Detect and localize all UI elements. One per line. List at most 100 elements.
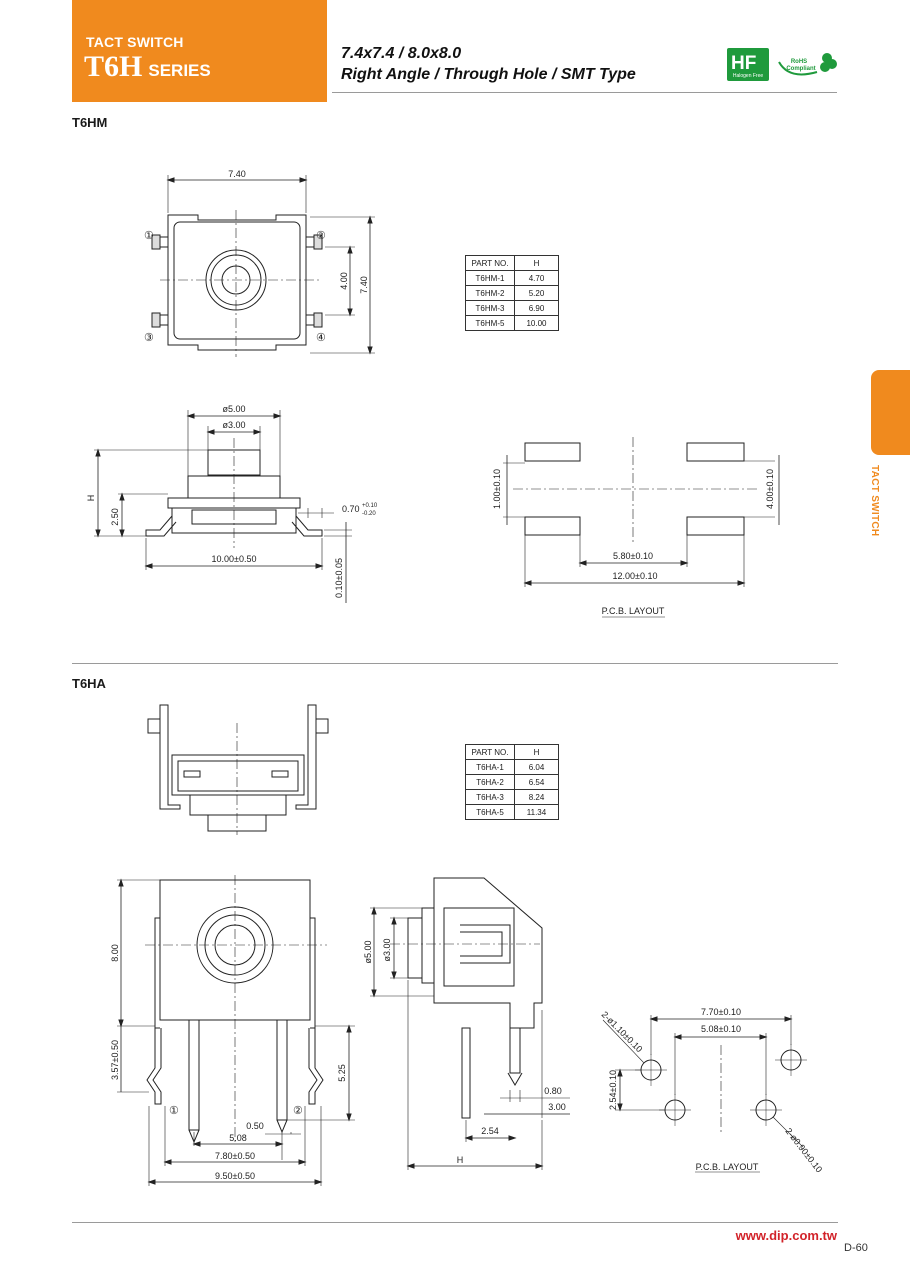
t6hm-side-tol-dn: -0.20	[362, 511, 376, 517]
section-title-t6hm: T6HM	[72, 115, 108, 130]
t6ha-pcb-dim-508: 5.08±0.10	[701, 1024, 741, 1034]
t6hm-dim-height: 7.40	[359, 276, 369, 294]
t6hm-side-dim-070: 0.70	[342, 504, 360, 514]
t6ha-front-dim-357: 3.57±0.50	[110, 1040, 120, 1080]
t6hm-top-view: 7.40 4.00 7.40 ① ② ③ ④	[144, 169, 375, 357]
section-divider	[72, 663, 838, 664]
t6ha-pcb-layout: 2-ø1.10±0.10 2-ø0.90±0.10 7.70±0.10 5.08…	[600, 1007, 825, 1174]
header-title-box: TACT SWITCH T6H SERIES	[72, 0, 327, 102]
t6ha-side-d-outer: ø5.00	[363, 940, 373, 963]
rohs-logo: RoHS Compliant	[778, 53, 837, 76]
t6hm-pcb-dim-1200: 12.00±0.10	[613, 571, 658, 581]
t6ha-pcb-dim-254: 2.54±0.10	[608, 1070, 618, 1110]
t6hm-side-h: H	[86, 495, 96, 502]
t6hm-side-tol-up: +0.10	[362, 503, 378, 509]
t6hm-pcb-layout: 1.00±0.10 4.00±0.10 5.80±0.10 12.00±0.10…	[492, 437, 780, 618]
rohs-text-2: Compliant	[786, 66, 815, 72]
table-cell-part: T6HM-3	[465, 300, 515, 316]
table-header-part-no: PART NO.	[465, 744, 515, 760]
page-number: D-60	[844, 1242, 868, 1254]
header-subtitle-line1: 7.4x7.4 / 8.0x8.0	[341, 45, 462, 62]
t6hm-side-d-inner: ø3.00	[222, 420, 245, 430]
t6hm-dim-inner: 4.00	[339, 272, 349, 290]
table-cell-h: 11.34	[514, 804, 559, 820]
t6hm-side-d-outer: ø5.00	[222, 404, 245, 414]
table-cell-part: T6HM-5	[465, 315, 515, 331]
footer-url-link[interactable]: www.dip.com.tw	[735, 1228, 837, 1243]
t6hm-pcb-dim-v-left: 1.00±0.10	[492, 469, 502, 509]
table-header-row: PART NO. H	[465, 255, 559, 271]
t6ha-side-dim-080: 0.80	[544, 1086, 562, 1096]
side-tab	[871, 370, 910, 455]
header-series-word: SERIES	[148, 61, 211, 80]
table-cell-h: 6.54	[514, 774, 559, 790]
t6ha-top-view	[147, 704, 329, 835]
t6ha-front-dim-050: 0.50	[246, 1121, 264, 1131]
t6ha-front-dim-800: 8.00	[110, 944, 120, 962]
t6ha-front-dim-508: 5.08	[229, 1133, 247, 1143]
side-tab-label: TACT SWITCH	[869, 465, 880, 537]
header-subtitle-line2: Right Angle / Through Hole / SMT Type	[341, 66, 636, 83]
t6ha-pcb-hole-small: 2-ø0.90±0.10	[783, 1126, 824, 1174]
table-header-row: PART NO. H	[465, 744, 559, 760]
table-cell-part: T6HA-3	[465, 789, 515, 805]
table-cell-part: T6HA-1	[465, 759, 515, 775]
t6ha-pcb-hole-big: 2-ø1.10±0.10	[600, 1009, 645, 1054]
t6hm-dim-width: 7.40	[228, 169, 246, 179]
t6hm-pin-1: ①	[144, 230, 154, 242]
table-cell-h: 6.04	[514, 759, 559, 775]
t6hm-side-dim-len: 10.00±0.50	[212, 554, 257, 564]
t6ha-pcb-caption: P.C.B. LAYOUT	[696, 1162, 759, 1172]
t6hm-side-view: ø5.00 ø3.00 H 2.50 0.70 +0.10 -0.20 10.0…	[86, 404, 378, 603]
table-cell-h: 5.20	[514, 285, 559, 301]
t6ha-front-pin-2: ②	[293, 1105, 303, 1117]
t6hm-pcb-caption: P.C.B. LAYOUT	[602, 606, 665, 616]
table-header-part-no: PART NO.	[465, 255, 515, 271]
t6ha-side-h: H	[457, 1155, 464, 1165]
t6ha-pcb-dim-770: 7.70±0.10	[701, 1007, 741, 1017]
t6hm-pcb-dim-580: 5.80±0.10	[613, 551, 653, 561]
t6ha-front-pin-1: ①	[169, 1105, 179, 1117]
table-cell-part: T6HM-1	[465, 270, 515, 286]
table-cell-part: T6HM-2	[465, 285, 515, 301]
t6hm-pcb-dim-v-right: 4.00±0.10	[765, 469, 775, 509]
section-title-t6ha: T6HA	[72, 676, 106, 691]
t6ha-front-view: 8.00 3.57±0.50 5.25 0.50 5.08 7.80±0.50 …	[110, 875, 355, 1186]
halogen-free-logo: HF Halogen Free	[727, 48, 769, 81]
t6hm-pin-4: ④	[316, 332, 326, 344]
certification-logos: HF Halogen Free RoHS Compliant	[727, 48, 837, 81]
t6ha-side-dim-300: 3.00	[548, 1102, 566, 1112]
t6ha-front-dim-950: 9.50±0.50	[215, 1171, 255, 1181]
header-series: T6H SERIES	[84, 50, 211, 84]
t6ha-front-dim-780: 7.80±0.50	[215, 1151, 255, 1161]
header-divider	[332, 92, 837, 93]
header-category: TACT SWITCH	[86, 34, 184, 50]
header-model: T6H	[84, 50, 143, 83]
table-cell-part: T6HA-2	[465, 774, 515, 790]
t6hm-pin-2: ②	[316, 230, 326, 242]
t6hm-pin-3: ③	[144, 332, 154, 344]
t6ha-side-d-inner: ø3.00	[382, 938, 392, 961]
table-header-h: H	[514, 255, 559, 271]
table-cell-h: 10.00	[514, 315, 559, 331]
t6ha-front-dim-525: 5.25	[337, 1064, 347, 1082]
footer-divider	[72, 1222, 838, 1223]
table-cell-part: T6HA-5	[465, 804, 515, 820]
table-cell-h: 4.70	[514, 270, 559, 286]
rohs-text-1: RoHS	[791, 59, 807, 65]
table-cell-h: 8.24	[514, 789, 559, 805]
t6ha-side-view: ø5.00 ø3.00 0.80 3.00 2.54 H	[363, 877, 570, 1170]
t6ha-side-dim-254: 2.54	[481, 1126, 499, 1136]
t6hm-side-dim-250: 2.50	[110, 508, 120, 526]
svg-text:HF: HF	[731, 53, 756, 74]
table-cell-h: 6.90	[514, 300, 559, 316]
